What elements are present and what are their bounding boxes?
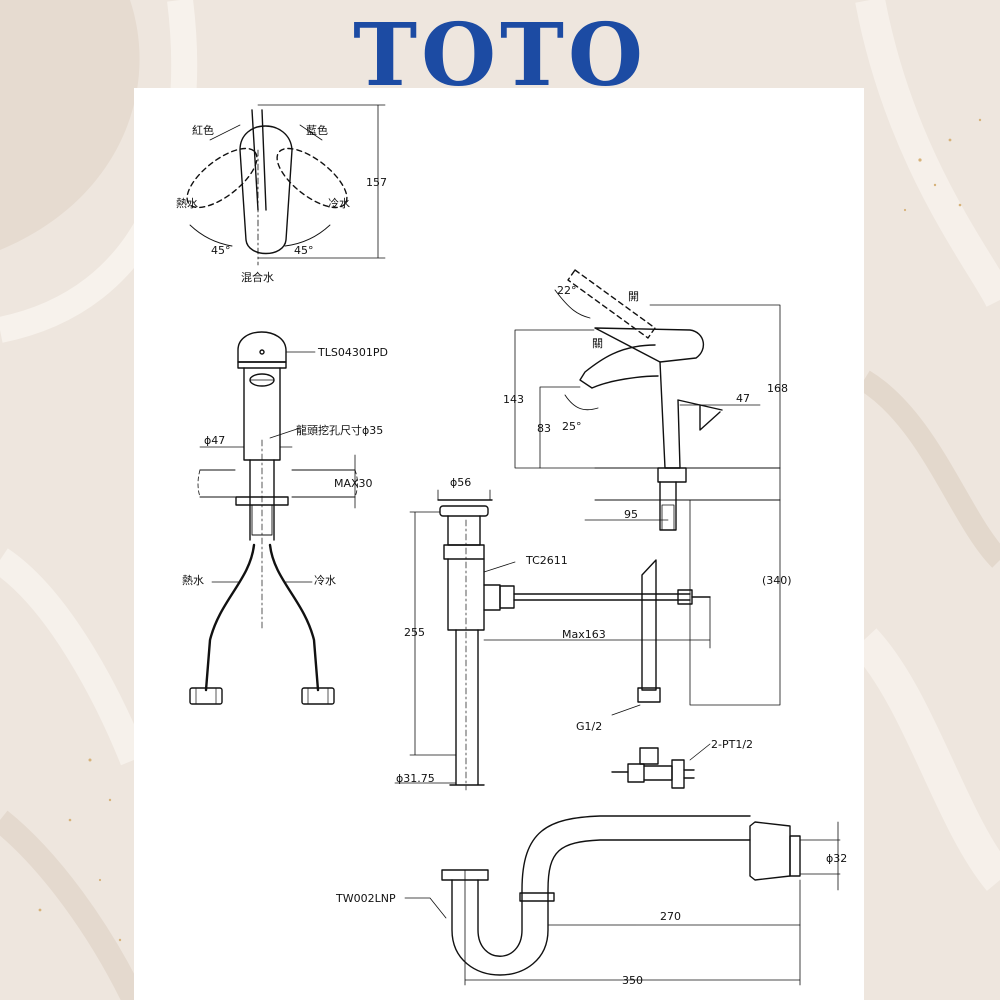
hot-label-top: 熱水: [176, 197, 198, 210]
red-label: 紅色: [192, 123, 214, 137]
top-view-lever: [186, 104, 386, 266]
close-label: 關: [592, 337, 603, 350]
angle-valve: [611, 743, 711, 789]
open-angle-label: 22°: [557, 284, 577, 297]
total-340-label: (340): [762, 574, 792, 587]
angle-right-label: 45°: [294, 244, 314, 257]
angle-left-label: 45°: [211, 244, 231, 257]
height-143-label: 143: [503, 393, 524, 406]
hole-size-label: 龍頭挖孔尺寸ϕ35: [296, 423, 383, 437]
reach-47-label: 47: [736, 392, 750, 405]
cold-label-top: 冷水: [328, 197, 350, 210]
length-255-label: 255: [404, 626, 425, 639]
spout-angle-label: 25°: [562, 420, 582, 433]
height-168-label: 168: [767, 382, 788, 395]
pop-up-drain: [394, 489, 711, 791]
max-thickness-label: MAX30: [334, 477, 373, 490]
hot-label-front: 熱水: [182, 574, 204, 587]
tail-diameter-label: ϕ31.75: [396, 772, 435, 785]
trap-model-label: TW002LNP: [335, 892, 396, 905]
p-trap: [404, 815, 841, 986]
length-270-label: 270: [660, 910, 681, 923]
mixed-label: 混合水: [241, 270, 274, 284]
drain-model-label: TC2611: [525, 554, 568, 567]
blue-label: 藍色: [306, 123, 328, 137]
faucet-model-label: TLS04301PD: [317, 346, 388, 359]
inlet-thread-label: G1/2: [576, 720, 602, 733]
height-83-label: 83: [537, 422, 551, 435]
front-view-faucet: [189, 331, 358, 705]
drawing-panel: [134, 88, 864, 1000]
body-diameter-label: ϕ47: [204, 434, 225, 447]
outlet-diameter-label: ϕ32: [826, 852, 847, 865]
height-157-label: 157: [366, 176, 387, 189]
max-163-label: Max163: [562, 628, 606, 641]
dist-95-label: 95: [624, 508, 638, 521]
open-label: 開: [628, 290, 639, 303]
drain-diameter-label: ϕ56: [450, 476, 471, 489]
valve-thread-label: 2-PT1/2: [711, 738, 753, 751]
length-350-label: 350: [622, 974, 643, 987]
side-view-faucet: [514, 269, 781, 706]
cold-label-front: 冷水: [314, 574, 336, 587]
